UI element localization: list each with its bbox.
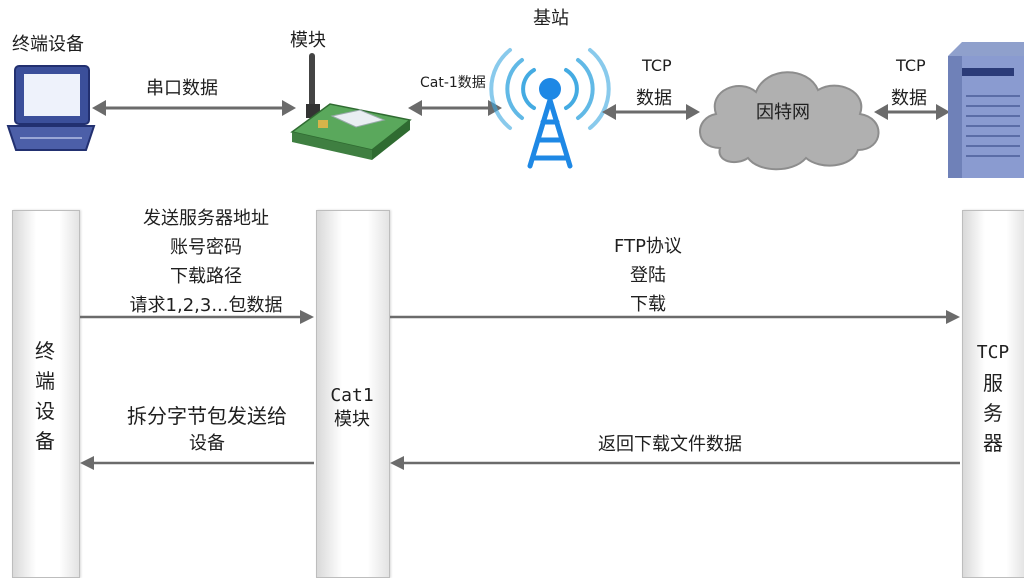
- serial-data-label: 串口数据: [146, 78, 218, 99]
- tcp-right-label: TCP: [896, 56, 926, 75]
- msg2-arrow: [390, 310, 960, 324]
- msg3-text: 拆分字节包发送给 设备: [127, 404, 287, 454]
- tcp-right-data-label: 数据: [891, 88, 927, 109]
- lane-terminal: [12, 210, 80, 578]
- lane-server: [962, 210, 1024, 578]
- lane-server-label: TCP 服 务 器: [976, 342, 1010, 455]
- tcp-left-label: TCP: [642, 56, 672, 75]
- msg4-text: 返回下载文件数据: [598, 434, 742, 455]
- lane-module: [316, 210, 390, 578]
- msg4-arrow: [390, 456, 960, 470]
- module-label: 模块: [290, 30, 326, 51]
- msg1-text: 发送服务器地址 账号密码 下载路径 请求1,2,3...包数据: [129, 208, 283, 316]
- tcp-left-data-label: 数据: [636, 88, 672, 109]
- lane-terminal-label: 终 端 设 备: [35, 339, 55, 453]
- internet-label: 因特网: [756, 102, 810, 123]
- msg3-arrow: [80, 456, 314, 470]
- cat1-data-label: Cat-1数据: [420, 75, 486, 91]
- base-station-label: 基站: [533, 8, 569, 29]
- msg2-text: FTP协议 登陆 下载: [614, 236, 682, 315]
- terminal-device-label: 终端设备: [12, 34, 84, 55]
- lane-module-label: Cat1 模块: [330, 385, 374, 430]
- msg1-arrow: [80, 310, 314, 324]
